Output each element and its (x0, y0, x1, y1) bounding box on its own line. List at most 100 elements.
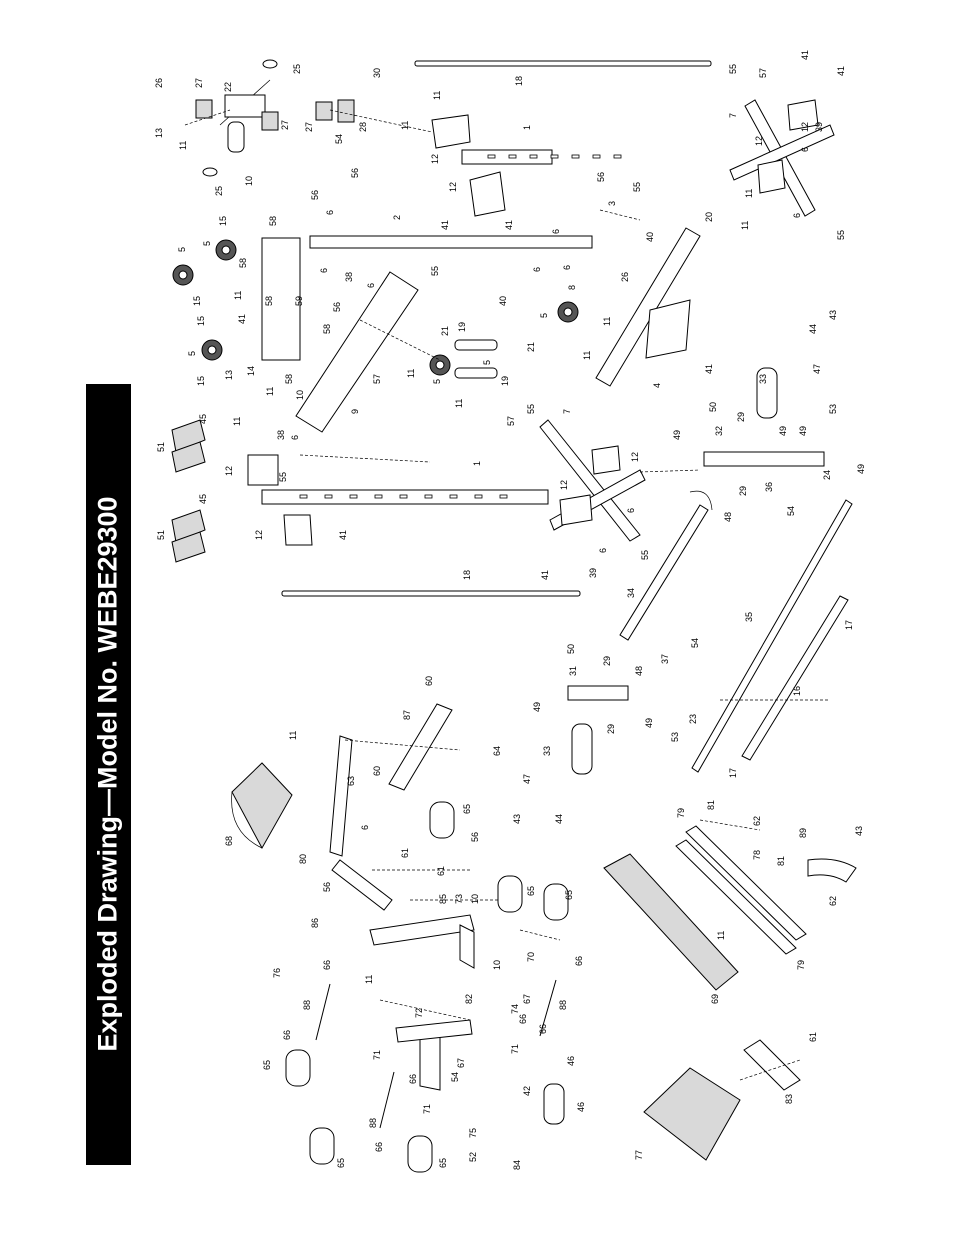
callout-12: 12 (224, 466, 234, 476)
callout-71: 71 (422, 1104, 432, 1114)
callout-12: 12 (754, 136, 764, 146)
callout-5: 5 (177, 247, 187, 252)
callout-62: 62 (828, 896, 838, 906)
callout-67: 67 (522, 994, 532, 1004)
bracket-8 (261, 237, 301, 361)
part-shapes (171, 59, 857, 1173)
callout-11: 11 (406, 369, 416, 378)
plate-12g (787, 99, 819, 131)
callout-12: 12 (254, 530, 264, 540)
rod-18-middle (281, 590, 581, 597)
callout-65: 65 (526, 886, 536, 896)
callout-17: 17 (844, 620, 854, 630)
callout-29: 29 (606, 724, 616, 734)
callout-56: 56 (350, 168, 360, 178)
callout-15: 15 (218, 216, 228, 226)
callout-5: 5 (187, 351, 197, 356)
callout-62: 62 (752, 816, 762, 826)
callout-39: 39 (588, 568, 598, 578)
callout-41: 41 (504, 220, 514, 230)
callout-6: 6 (366, 283, 376, 288)
callout-40: 40 (645, 232, 655, 242)
callout-6: 6 (598, 548, 608, 553)
callout-9: 9 (350, 409, 360, 414)
callout-33: 33 (758, 374, 768, 384)
callout-12: 12 (559, 480, 569, 490)
bracket-27a (195, 99, 213, 119)
callout-19: 19 (457, 322, 467, 332)
callout-73: 73 (454, 894, 464, 904)
base-7-left (539, 419, 646, 542)
callout-87: 87 (402, 710, 412, 720)
callout-47: 47 (812, 364, 822, 374)
roller-65f (407, 1135, 433, 1173)
callout-6: 6 (562, 265, 572, 270)
callout-43: 43 (828, 310, 838, 320)
callout-11: 11 (288, 731, 298, 740)
callout-74: 74 (510, 1004, 520, 1014)
callout-56: 56 (310, 190, 320, 200)
callout-85: 85 (438, 894, 448, 904)
roller-65c (543, 883, 569, 921)
callout-41: 41 (440, 220, 450, 230)
pad-33a (756, 367, 778, 419)
callout-15: 15 (192, 296, 202, 306)
callout-65: 65 (564, 890, 574, 900)
callout-11: 11 (400, 121, 410, 130)
callout-82: 82 (464, 994, 474, 1004)
callout-71: 71 (372, 1050, 382, 1060)
callout-49: 49 (672, 430, 682, 440)
callout-57: 57 (372, 374, 382, 384)
frame-63 (329, 735, 393, 911)
callout-5: 5 (202, 241, 212, 246)
callout-70: 70 (526, 952, 536, 962)
callout-17: 17 (728, 768, 738, 778)
callout-88: 88 (302, 1000, 312, 1010)
callout-66: 66 (374, 1142, 384, 1152)
tube-88c (379, 1071, 395, 1129)
callout-51: 51 (156, 442, 166, 452)
callout-50: 50 (566, 644, 576, 654)
callout-52: 52 (468, 1152, 478, 1162)
callout-11: 11 (740, 221, 750, 230)
callout-23: 23 (688, 714, 698, 724)
callout-5: 5 (482, 360, 492, 365)
back-pad-68 (231, 762, 293, 850)
callout-27: 27 (304, 122, 314, 132)
callout-29: 29 (736, 412, 746, 422)
callout-36: 36 (764, 482, 774, 492)
collar-45-51-bottom (171, 509, 206, 563)
callout-54: 54 (450, 1072, 460, 1082)
callout-67: 67 (456, 1058, 466, 1068)
callout-39: 39 (814, 122, 824, 132)
callout-40: 40 (498, 296, 508, 306)
callout-81: 81 (706, 800, 716, 810)
callout-6: 6 (319, 268, 329, 273)
callout-26: 26 (154, 78, 164, 88)
callout-80: 80 (298, 854, 308, 864)
callout-11: 11 (744, 189, 754, 198)
callout-79: 79 (796, 960, 806, 970)
callout-66: 66 (574, 956, 584, 966)
plate-12e (559, 494, 593, 526)
roller-65d (285, 1049, 311, 1087)
callout-79: 79 (676, 808, 686, 818)
callout-26: 26 (620, 272, 630, 282)
callout-49: 49 (778, 426, 788, 436)
callout-60: 60 (372, 766, 382, 776)
callout-84: 84 (512, 1160, 522, 1170)
callout-5: 5 (432, 379, 442, 384)
callout-66: 66 (282, 1030, 292, 1040)
rod-35 (691, 499, 853, 773)
callout-54: 54 (786, 506, 796, 516)
callout-65: 65 (336, 1158, 346, 1168)
callout-53: 53 (670, 732, 680, 742)
pad-77 (643, 1067, 741, 1161)
frame-73 (369, 914, 475, 969)
callout-49: 49 (856, 464, 866, 474)
callout-6: 6 (532, 267, 542, 272)
callout-58: 58 (322, 324, 332, 334)
callout-55: 55 (278, 472, 288, 482)
callout-56: 56 (332, 302, 342, 312)
